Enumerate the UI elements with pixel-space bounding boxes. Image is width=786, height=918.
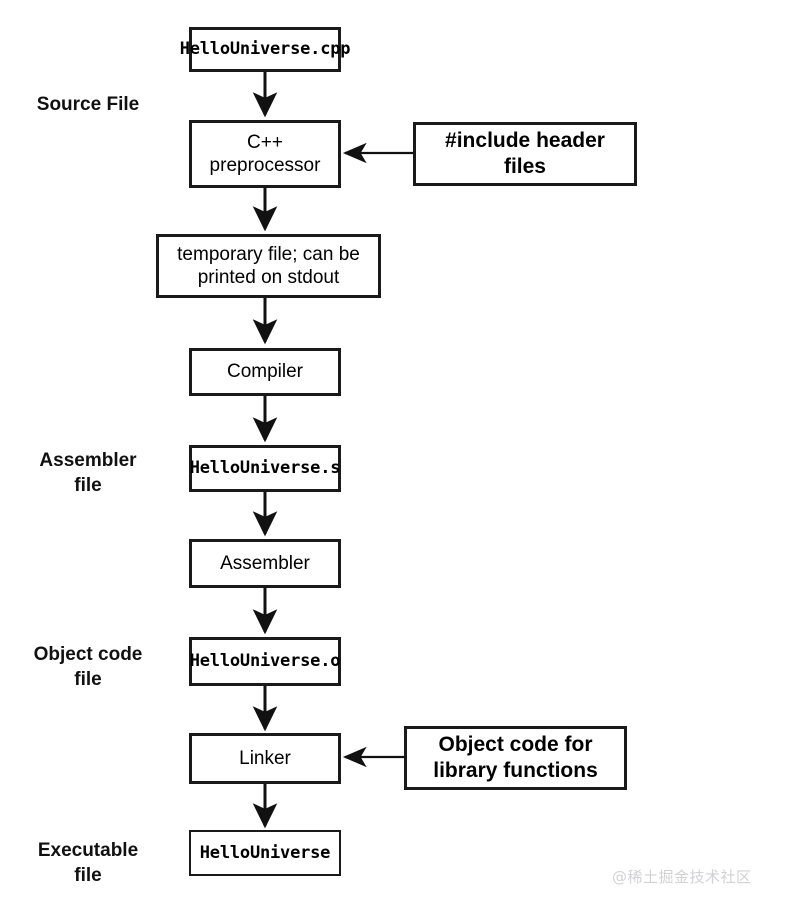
node-label: HelloUniverse.cpp <box>179 39 351 60</box>
stage-label-object-code-file: Object code file <box>33 644 143 691</box>
node-linker[interactable]: Linker <box>189 733 341 784</box>
node-label: HelloUniverse.o <box>189 651 341 672</box>
node-temporary-file[interactable]: temporary file; can be printed on stdout <box>156 234 381 298</box>
node-object-code-library[interactable]: Object code for library functions <box>404 726 627 790</box>
node-assembler[interactable]: Assembler <box>189 539 341 588</box>
stage-label-source-file: Source File <box>36 94 140 115</box>
node-label: Compiler <box>226 361 304 383</box>
node-include-header-files[interactable]: #include header files <box>413 122 637 186</box>
node-label: Linker <box>239 747 291 769</box>
node-hellouniverse-exe[interactable]: HelloUniverse <box>189 830 341 876</box>
node-compiler[interactable]: Compiler <box>189 348 341 396</box>
node-label: C++ preprocessor <box>209 131 321 176</box>
watermark: @稀土掘金技术社区 <box>612 868 752 886</box>
node-label: HelloUniverse <box>199 842 331 863</box>
stage-label-executable-file: Executable file <box>37 840 139 887</box>
stage-label-assembler-file: Assembler file <box>39 450 137 497</box>
node-label: Object code for library functions <box>433 733 598 782</box>
node-hellouniverse-o[interactable]: HelloUniverse.o <box>189 637 341 686</box>
node-label: temporary file; can be printed on stdout <box>177 243 360 288</box>
node-label: #include header files <box>445 129 605 178</box>
node-hellouniverse-cpp[interactable]: HelloUniverse.cpp <box>180 27 350 72</box>
node-label: Assembler <box>220 552 310 574</box>
node-cpp-preprocessor[interactable]: C++ preprocessor <box>189 120 341 188</box>
node-label: HelloUniverse.s <box>189 458 341 479</box>
node-hellouniverse-s[interactable]: HelloUniverse.s <box>189 445 341 492</box>
